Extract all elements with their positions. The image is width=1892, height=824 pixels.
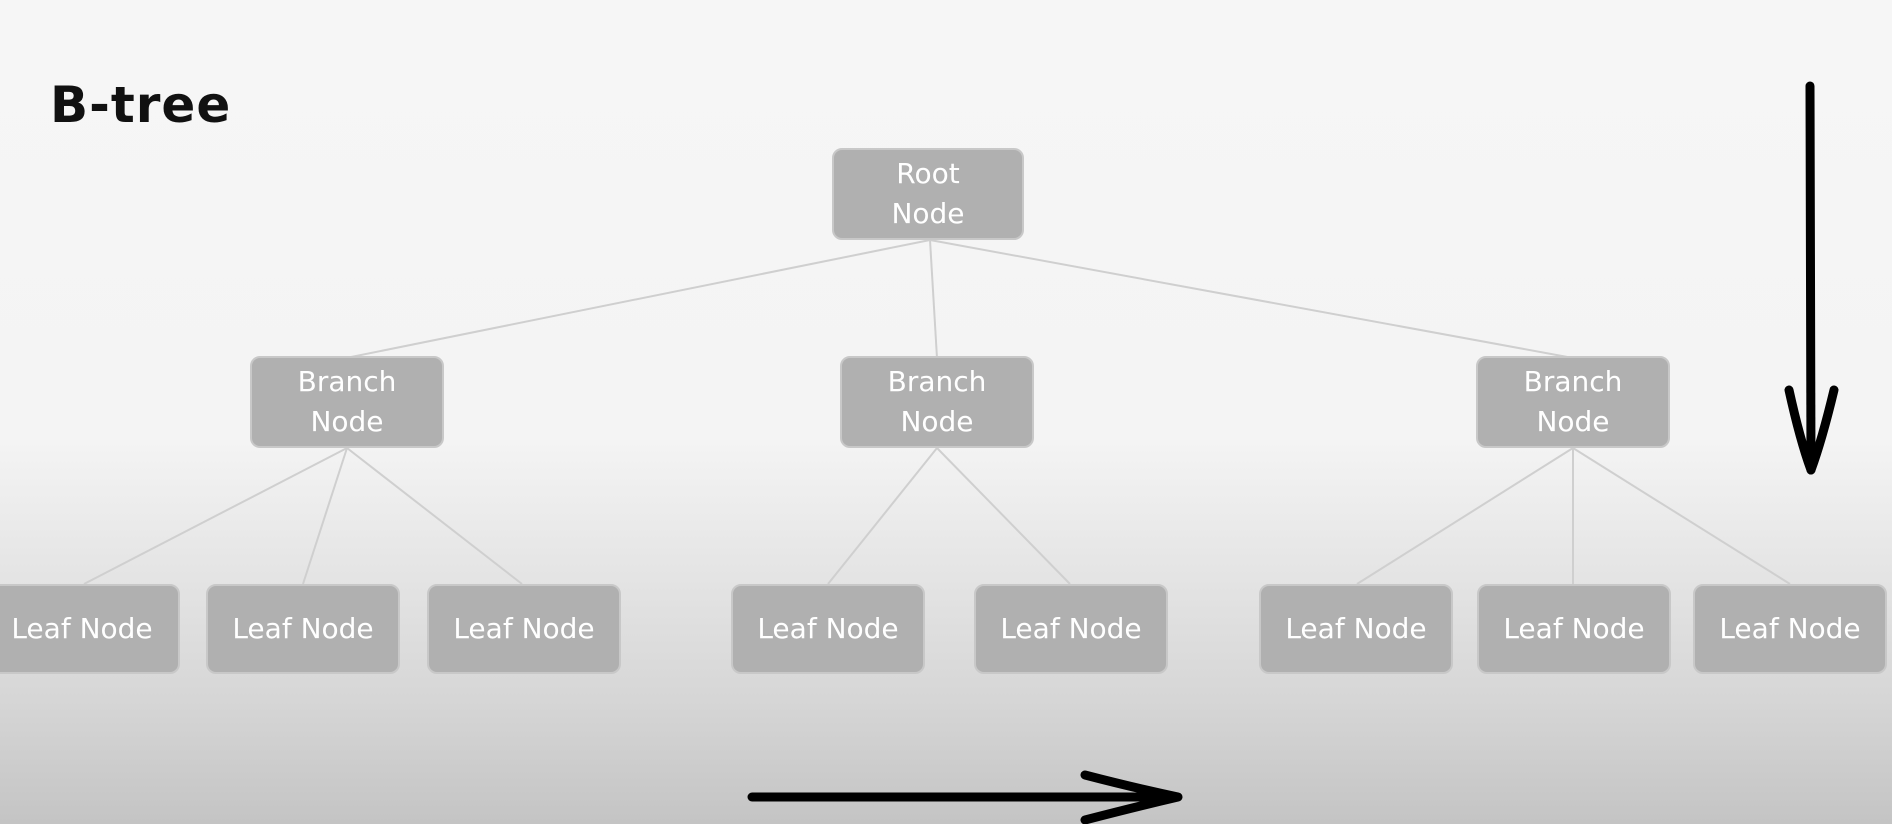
leaf-node: Leaf Node	[206, 584, 400, 674]
root-node-label-line-2: Node	[891, 197, 965, 230]
edge-root-branch-2	[929, 239, 938, 359]
leaf-node-label: Leaf Node	[11, 612, 153, 645]
leaf-node-label: Leaf Node	[1285, 612, 1427, 645]
branch-node: Branch Node	[840, 356, 1034, 448]
edge-branch-2-leaf-5	[936, 447, 1071, 585]
branch-node: Branch Node	[250, 356, 444, 448]
branch-node: Branch Node	[1476, 356, 1670, 448]
edge-branch-3-leaf-6	[1356, 447, 1574, 585]
leaf-node: Leaf Node	[427, 584, 621, 674]
root-node-label-line-1: Root	[896, 157, 960, 190]
branch-node-label-line-2: Node	[900, 405, 974, 438]
down-arrow-icon	[1784, 81, 1839, 475]
leaf-node-label: Leaf Node	[757, 612, 899, 645]
page-title: B-tree	[50, 76, 232, 134]
leaf-node-label: Leaf Node	[1000, 612, 1142, 645]
edge-branch-1-leaf-1	[83, 447, 348, 585]
edge-root-branch-1	[345, 239, 931, 359]
leaf-node-label: Leaf Node	[1503, 612, 1645, 645]
leaf-node-label: Leaf Node	[232, 612, 374, 645]
leaf-node: Leaf Node	[0, 584, 180, 674]
leaf-node: Leaf Node	[1259, 584, 1453, 674]
leaf-node: Leaf Node	[1693, 584, 1887, 674]
branch-node-label-line-2: Node	[1536, 405, 1610, 438]
edge-branch-2-leaf-4	[827, 447, 938, 585]
branch-node-label-line-1: Branch	[297, 365, 397, 398]
edge-branch-3-leaf-8	[1572, 447, 1791, 585]
right-arrow-icon	[747, 770, 1183, 824]
leaf-node: Leaf Node	[731, 584, 925, 674]
edge-root-branch-3	[929, 239, 1574, 359]
leaf-node-label: Leaf Node	[1719, 612, 1861, 645]
edge-branch-1-leaf-3	[346, 447, 523, 585]
edge-branch-1-leaf-2	[302, 447, 348, 585]
leaf-node: Leaf Node	[1477, 584, 1671, 674]
branch-node-label-line-1: Branch	[1523, 365, 1623, 398]
root-node: Root Node	[832, 148, 1024, 240]
leaf-node: Leaf Node	[974, 584, 1168, 674]
leaf-node-label: Leaf Node	[453, 612, 595, 645]
branch-node-label-line-1: Branch	[887, 365, 987, 398]
branch-node-label-line-2: Node	[310, 405, 384, 438]
